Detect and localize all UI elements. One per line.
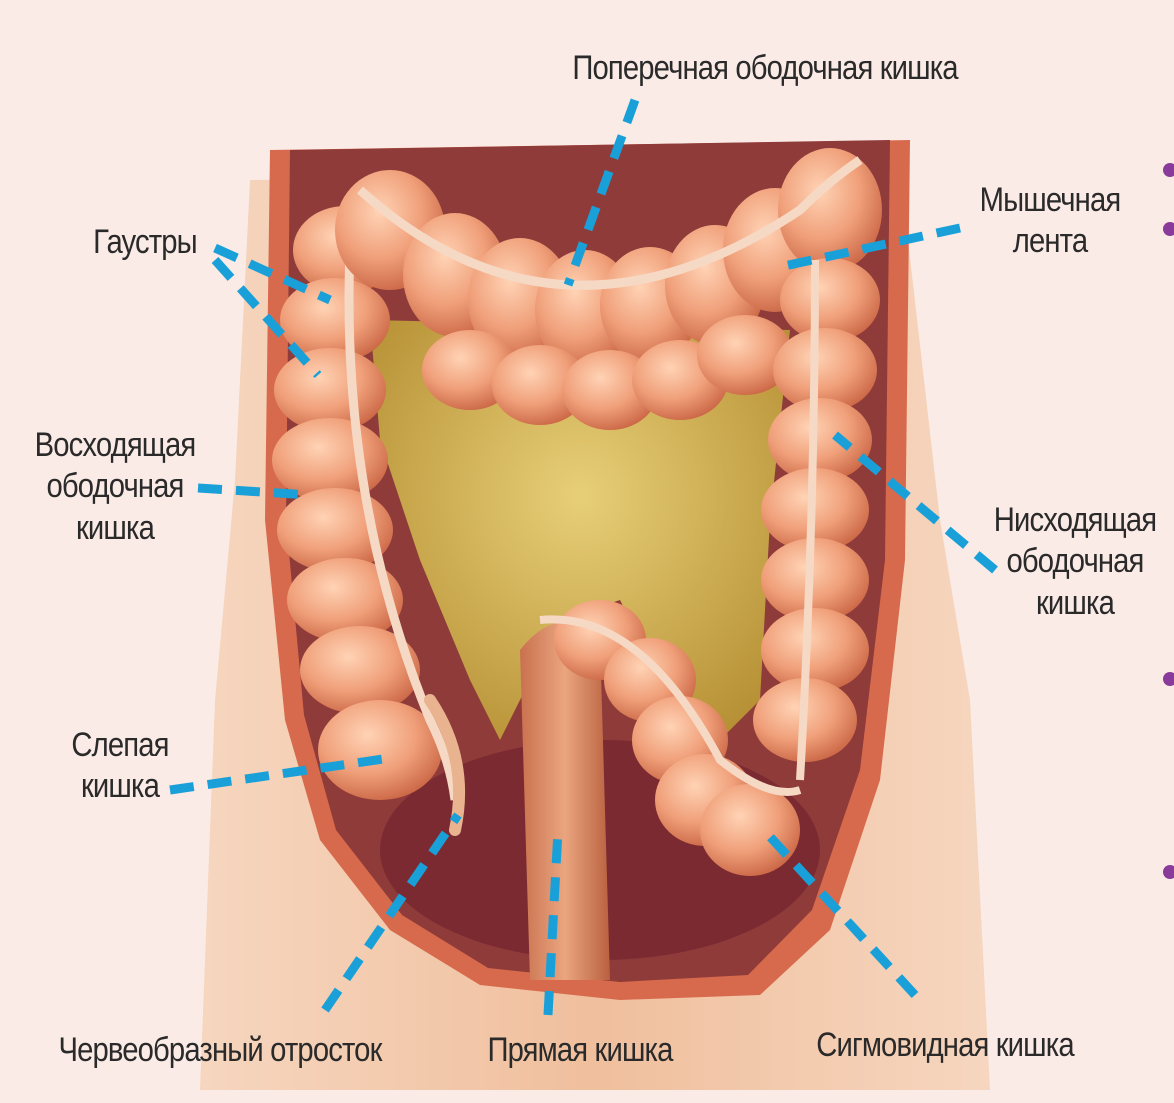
bullet-2 (1163, 222, 1174, 236)
label-rectum-text: Прямая кишка (477, 1030, 683, 1071)
label-appendix: Червеобразный отросток (48, 1030, 392, 1071)
label-muscular-band-l2: лента (968, 221, 1131, 262)
label-descending-l2: ободочная (985, 541, 1166, 582)
label-ascending-l2: ободочная (25, 466, 206, 507)
label-appendix-text: Червеобразный отросток (48, 1030, 392, 1071)
label-muscular-band-l1: Мышечная (968, 180, 1131, 221)
label-transverse-colon-text: Поперечная ободочная кишка (554, 48, 975, 89)
label-ascending-l1: Восходящая (25, 425, 206, 466)
label-sigmoid-text: Сигмовидная кишка (812, 1025, 1079, 1066)
label-sigmoid-colon: Сигмовидная кишка (812, 1025, 1079, 1066)
label-ascending-colon: Восходящая ободочная кишка (25, 425, 206, 549)
label-cecum: Слепая кишка (51, 725, 189, 808)
label-rectum: Прямая кишка (477, 1030, 683, 1071)
bullet-1 (1163, 163, 1174, 177)
label-descending-l3: кишка (985, 583, 1166, 624)
label-descending-l1: Нисходящая (985, 500, 1166, 541)
label-haustra: Гаустры (81, 222, 210, 263)
label-descending-colon: Нисходящая ободочная кишка (985, 500, 1166, 624)
label-ascending-l3: кишка (25, 508, 206, 549)
label-cecum-l1: Слепая (51, 725, 189, 766)
label-cecum-l2: кишка (51, 766, 189, 807)
bullet-3 (1163, 672, 1174, 686)
bullet-4 (1163, 865, 1174, 879)
label-haustra-text: Гаустры (81, 222, 210, 263)
label-muscular-band: Мышечная лента (968, 180, 1131, 263)
label-transverse-colon: Поперечная ободочная кишка (554, 48, 975, 89)
